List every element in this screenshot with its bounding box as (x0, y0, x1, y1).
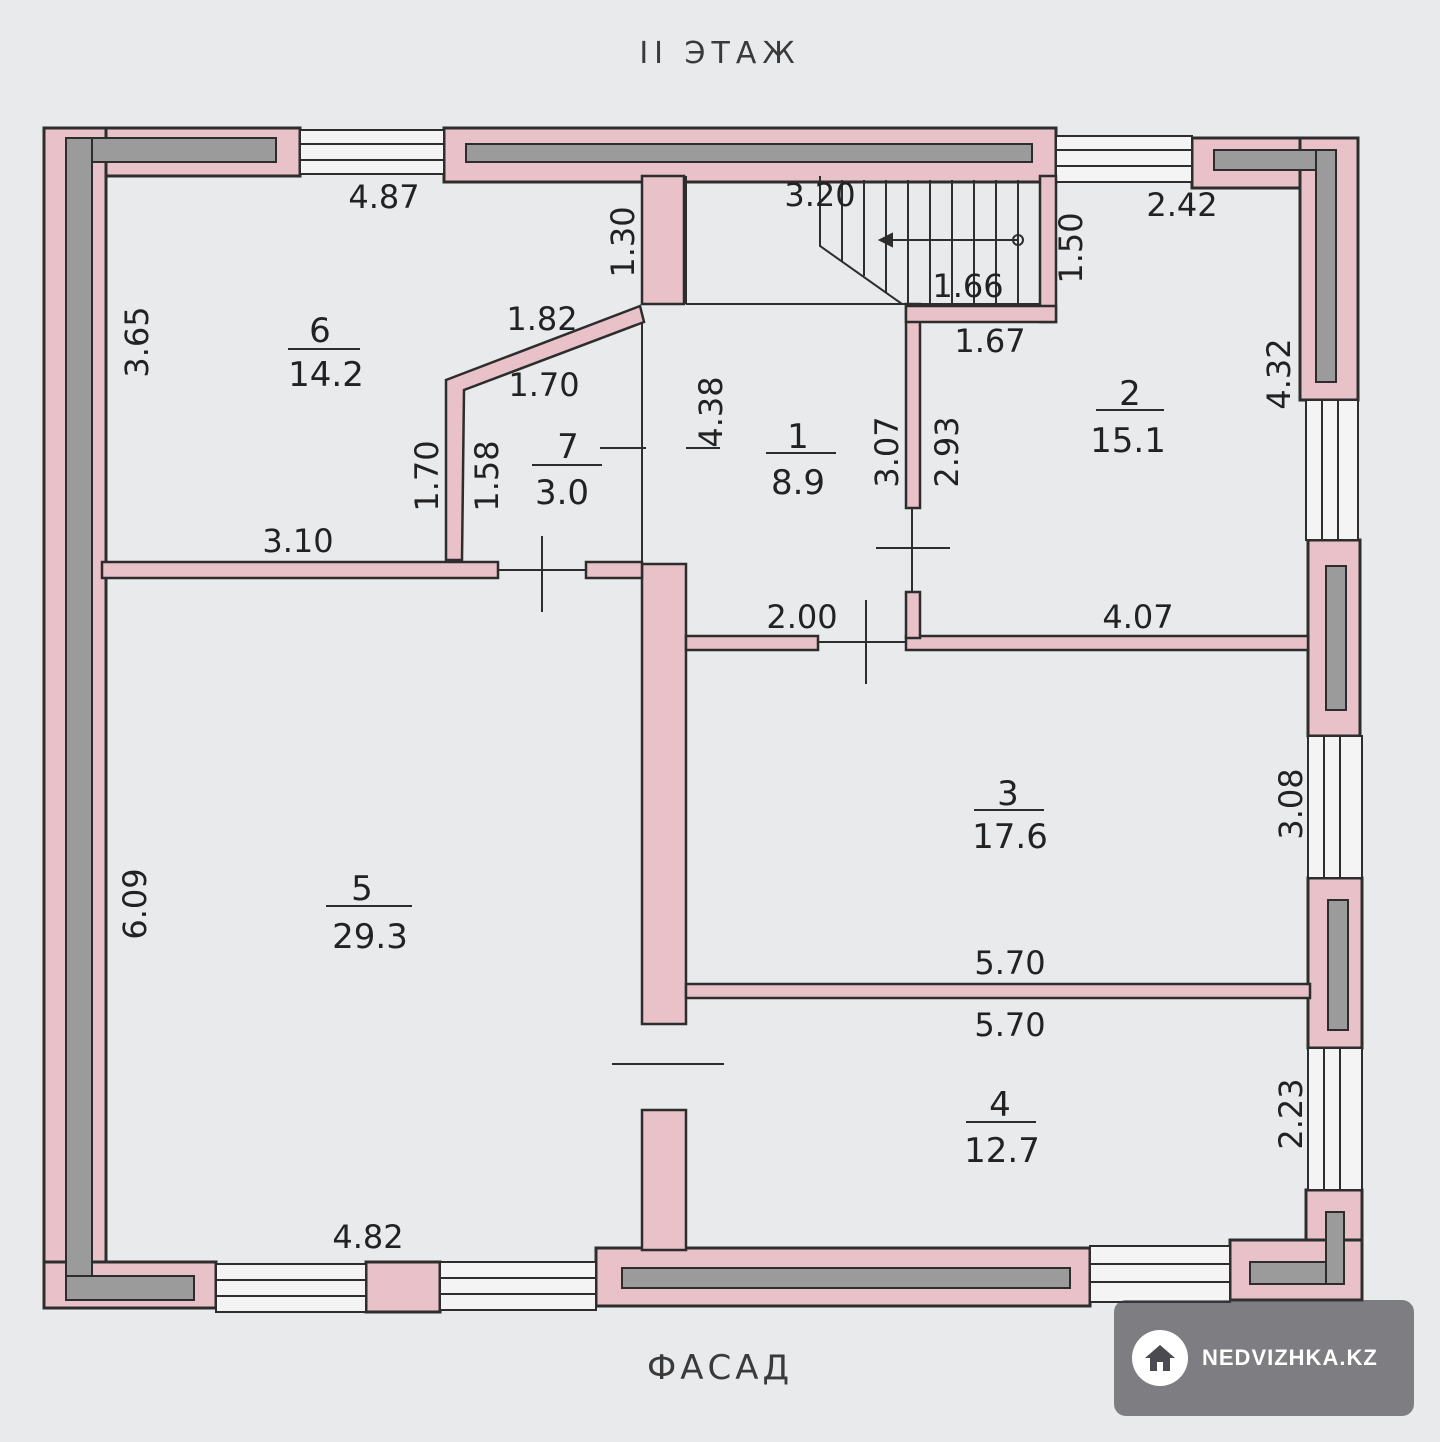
dim-label: 3.08 (1272, 768, 1310, 839)
dim-label: 3.10 (262, 522, 333, 560)
dim-label: 2.23 (1272, 1078, 1310, 1149)
dim-label: 1.67 (954, 322, 1025, 360)
room-2-area: 15.1 (1090, 421, 1166, 461)
dim-label: 1.70 (408, 440, 446, 511)
dim-label: 6.09 (116, 868, 154, 939)
dim-label: 1.70 (508, 366, 579, 404)
room-4-area: 12.7 (964, 1131, 1040, 1171)
dim-label: 2.93 (928, 416, 966, 487)
dim-label: 1.82 (506, 300, 577, 338)
room-fraction-lines (288, 348, 1164, 1123)
dim-label: 1.66 (932, 267, 1003, 305)
facade-label: ФАСАД (646, 1348, 794, 1388)
dim-label: 1.30 (604, 206, 642, 277)
floor-title: II ЭТАЖ (639, 36, 801, 71)
interior-walls (100, 174, 1312, 1252)
dim-label: 2.42 (1146, 186, 1217, 224)
outer-walls (42, 126, 1364, 1314)
room-3-area: 17.6 (972, 817, 1048, 857)
dim-label: 1.50 (1052, 212, 1090, 283)
dim-label: 5.70 (974, 1006, 1045, 1044)
room-5-number: 5 (351, 869, 373, 909)
house-icon (1132, 1330, 1188, 1386)
dim-label: 3.07 (868, 416, 906, 487)
dim-label: 3.20 (784, 176, 855, 214)
dim-label: 2.00 (766, 598, 837, 636)
watermark-text: NEDVIZHKA.KZ (1202, 1345, 1378, 1370)
room-4-number: 4 (989, 1085, 1011, 1125)
room-2-number: 2 (1119, 374, 1141, 414)
room-5-area: 29.3 (332, 917, 408, 957)
dimension-labels: 4.87 3.65 1.30 1.82 1.70 1.70 1.58 3.10 … (116, 176, 1310, 1256)
wall-insulation (65, 137, 1349, 1301)
room-6-number: 6 (309, 311, 331, 351)
dim-label: 1.58 (468, 440, 506, 511)
room-7-area: 3.0 (535, 473, 589, 513)
windows (215, 129, 1363, 1313)
dim-label: 4.07 (1102, 598, 1173, 636)
room-7-number: 7 (557, 427, 579, 467)
dim-label: 4.38 (692, 376, 730, 447)
watermark: NEDVIZHKA.KZ (1114, 1300, 1414, 1416)
dim-label: 4.32 (1260, 338, 1298, 409)
room-1-number: 1 (787, 417, 809, 457)
room-1-area: 8.9 (771, 463, 825, 503)
dim-label: 4.87 (348, 178, 419, 216)
dim-label: 5.70 (974, 944, 1045, 982)
staircase (819, 176, 1041, 305)
door-lines (498, 176, 950, 1111)
dim-label: 4.82 (332, 1218, 403, 1256)
dim-label: 3.65 (118, 306, 156, 377)
room-6-area: 14.2 (288, 355, 364, 395)
room-3-number: 3 (997, 774, 1019, 814)
room-labels: 1 8.9 2 15.1 3 17.6 4 12.7 5 29.3 6 14.2… (288, 311, 1166, 1171)
